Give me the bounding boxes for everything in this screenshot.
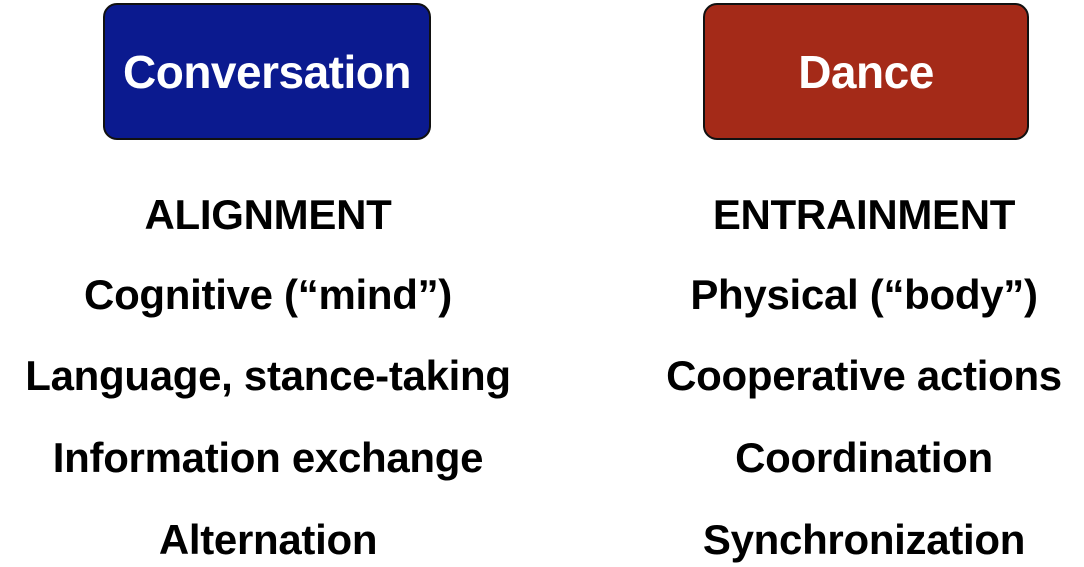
- dance-title: Dance: [798, 45, 934, 98]
- dance-column: Dance ENTRAINMENT Physical (“body”) Coop…: [644, 0, 1084, 567]
- conversation-item-information: Information exchange: [52, 434, 484, 481]
- conversation-item-cognitive: Cognitive (“mind”): [84, 271, 452, 318]
- dance-item-coordination: Coordination: [735, 434, 993, 481]
- conversation-header-box: Conversation: [103, 3, 431, 140]
- conversation-item-alternation: Alternation: [158, 516, 378, 563]
- conversation-item-alignment: ALIGNMENT: [144, 191, 392, 238]
- dance-item-cooperative: Cooperative actions: [666, 352, 1062, 399]
- conversation-title: Conversation: [123, 45, 411, 98]
- dance-item-synchronization: Synchronization: [702, 516, 1026, 563]
- dance-item-entrainment: ENTRAINMENT: [712, 191, 1016, 238]
- conversation-item-language: Language, stance-taking: [25, 352, 511, 399]
- dance-header-box: Dance: [703, 3, 1029, 140]
- dance-item-physical: Physical (“body”): [690, 271, 1038, 318]
- conversation-column: Conversation ALIGNMENT Cognitive (“mind”…: [0, 0, 536, 567]
